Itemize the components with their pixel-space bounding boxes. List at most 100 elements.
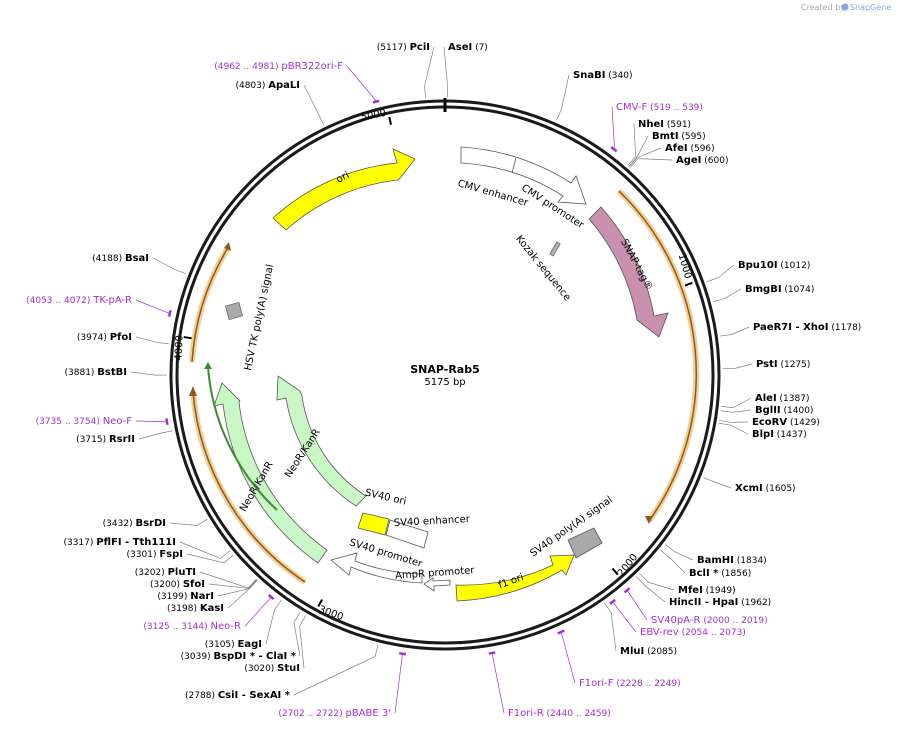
primer-pbr322ori-f[interactable]: (4962 .. 4981) pBR322ori-F bbox=[214, 61, 380, 104]
tick-mark-2000 bbox=[611, 567, 619, 576]
enzyme-site-sfo[interactable]: (3200) SfoI bbox=[150, 579, 258, 590]
enzyme-site-bcl[interactable]: BclI * (1856) bbox=[660, 550, 752, 579]
enzyme-site-bam[interactable]: BamHI (1834) bbox=[665, 544, 767, 566]
enzyme-site-xcm[interactable]: XcmI (1605) bbox=[703, 477, 796, 494]
enzyme-site-pci[interactable]: (5117) PciI bbox=[377, 42, 435, 98]
enzyme-site-bsrd[interactable]: (3432) BsrDI bbox=[103, 518, 208, 529]
enzyme-label: (3881) BstBI bbox=[65, 367, 128, 378]
enzyme-leader-line bbox=[293, 644, 379, 696]
enzyme-label: AfeI (596) bbox=[665, 143, 715, 154]
enzyme-label: AgeI (600) bbox=[676, 155, 728, 166]
enzyme-site-stu[interactable]: (3020) StuI bbox=[244, 615, 306, 674]
enzyme-site-paer[interactable]: PaeR7I - XhoI (1178) bbox=[720, 322, 861, 337]
feature-neor-inner-arrow[interactable] bbox=[276, 375, 367, 507]
enzyme-leader-line bbox=[628, 147, 662, 167]
feature-cmv-arrow[interactable] bbox=[460, 146, 587, 205]
enzyme-site-bpu[interactable]: Bpu10I (1012) bbox=[706, 260, 810, 283]
enzyme-label: NheI (591) bbox=[638, 119, 691, 130]
feature-sv40-polya-box[interactable] bbox=[567, 527, 603, 559]
orf-left-upper-arrowhead bbox=[224, 242, 231, 251]
enzyme-site-ale[interactable]: AleI (1387) bbox=[721, 393, 809, 409]
enzyme-label: Bpu10I (1012) bbox=[738, 260, 810, 271]
feature-hsv-box[interactable] bbox=[225, 302, 243, 320]
enzyme-site-rsr[interactable]: (3715) RsrII bbox=[76, 430, 173, 445]
enzyme-leader-line bbox=[636, 576, 666, 603]
feature-kozak-label: Kozak sequence bbox=[513, 234, 572, 304]
tick-mark-5000 bbox=[388, 116, 392, 125]
feature-sv40-ori-box[interactable] bbox=[357, 512, 390, 536]
primer-leader-line bbox=[346, 65, 377, 101]
enzyme-leader-line bbox=[720, 326, 750, 337]
enzyme-label: (3202) PluTI bbox=[135, 567, 196, 578]
enzyme-leader-line bbox=[706, 264, 735, 283]
primer-pbabe-3[interactable]: (2702 .. 2722) pBABE 3' bbox=[278, 652, 407, 719]
primer-label: (2702 .. 2722) pBABE 3' bbox=[278, 708, 391, 719]
enzyme-site-csi[interactable]: (2788) CsiI - SexAI * bbox=[185, 644, 379, 701]
primer-label: SV40pA-R (2000 .. 2019) bbox=[651, 615, 768, 626]
enzyme-site-mfe[interactable]: MfeI (1949) bbox=[639, 573, 736, 596]
enzyme-site-age[interactable]: AgeI (600) bbox=[629, 155, 728, 168]
enzyme-leader-line bbox=[556, 74, 570, 121]
enzyme-label: AleI (1387) bbox=[755, 393, 809, 404]
enzyme-label: BamHI (1834) bbox=[697, 555, 767, 566]
enzyme-site-mlu[interactable]: MluI (2085) bbox=[603, 602, 677, 657]
enzyme-site-apal[interactable]: (4803) ApaLI bbox=[235, 80, 324, 126]
primer-bind-mark bbox=[609, 598, 616, 605]
enzyme-site-hinc[interactable]: HincII - HpaI (1962) bbox=[636, 576, 771, 608]
primer-bind-mark bbox=[167, 309, 172, 317]
enzyme-label: HincII - HpaI (1962) bbox=[669, 597, 771, 608]
orf-left-lower-glow bbox=[190, 391, 307, 585]
enzyme-site-blp[interactable]: BlpI (1437) bbox=[718, 422, 807, 440]
feature-ampr-promoter-arrow[interactable] bbox=[423, 577, 451, 592]
enzyme-leader-line bbox=[718, 422, 749, 435]
enzyme-site-bst[interactable]: (3881) BstBI bbox=[65, 367, 168, 378]
primer-leader-line bbox=[611, 106, 615, 149]
enzyme-site-pflf[interactable]: (3317) PflFI - Tth111I bbox=[63, 537, 230, 559]
primer-ebv-rev[interactable]: EBV-rev (2054 .. 2073) bbox=[609, 598, 746, 638]
neor-orf-arrowhead bbox=[204, 362, 212, 369]
feature-snap-tag-arrow[interactable] bbox=[588, 206, 669, 338]
feature-ori-arrow[interactable] bbox=[272, 148, 416, 231]
enzyme-site-eag[interactable]: (3105) EagI bbox=[205, 599, 282, 650]
primer-leader-line bbox=[135, 299, 169, 314]
primer-neo-r[interactable]: (3125 .. 3144) Neo-R bbox=[143, 594, 275, 632]
enzyme-leader-line bbox=[603, 602, 617, 652]
feature-neor-outer-arrow[interactable] bbox=[213, 382, 328, 564]
feature-sv40-enhancer-box[interactable] bbox=[385, 519, 429, 549]
enzyme-site-ase[interactable]: AseI (7) bbox=[443, 42, 488, 98]
primer-cmv-f[interactable]: CMV-F (519 .. 539) bbox=[610, 102, 703, 153]
primer-f1ori-f[interactable]: F1ori-F (2228 .. 2249) bbox=[557, 629, 681, 689]
primer-sv40pa-r[interactable]: SV40pA-R (2000 .. 2019) bbox=[623, 587, 768, 626]
enzyme-site-bsa[interactable]: (4188) BsaI bbox=[92, 253, 187, 275]
enzyme-leader-line bbox=[703, 477, 732, 489]
enzyme-site-pst[interactable]: PstI (1275) bbox=[722, 359, 810, 370]
enzyme-leader-line bbox=[130, 371, 168, 376]
enzyme-site-bspd[interactable]: (3039) BspDI * - ClaI * bbox=[181, 612, 301, 662]
enzyme-site-bgl[interactable]: BglII (1400) bbox=[720, 405, 814, 416]
enzyme-leader-line bbox=[199, 571, 257, 589]
tick-mark-3000 bbox=[317, 599, 323, 608]
feature-kozak-box[interactable] bbox=[549, 241, 561, 257]
enzyme-site-afe[interactable]: AfeI (596) bbox=[628, 143, 715, 167]
feature-sv40-promoter-arrow[interactable] bbox=[330, 552, 423, 584]
enzyme-site-plut[interactable]: (3202) PluTI bbox=[135, 567, 257, 589]
feature-sv40-enhancer-label: SV40 enhancer bbox=[394, 514, 472, 529]
primer-f1ori-r[interactable]: F1ori-R (2440 .. 2459) bbox=[488, 651, 611, 719]
enzyme-site-ecorv[interactable]: EcoRV (1429) bbox=[719, 417, 820, 428]
enzyme-site-pfo[interactable]: (3974) PfoI bbox=[77, 332, 169, 345]
enzyme-site-fsp[interactable]: (3301) FspI bbox=[127, 549, 234, 564]
feature-f1-ori-arrow[interactable] bbox=[455, 554, 575, 602]
enzyme-label: MfeI (1949) bbox=[678, 585, 736, 596]
enzyme-site-bmgb[interactable]: BmgBI (1074) bbox=[713, 284, 814, 303]
enzyme-label: (2788) CsiI - SexAI * bbox=[185, 690, 291, 701]
primer-label: F1ori-R (2440 .. 2459) bbox=[508, 708, 611, 719]
enzyme-label: (5117) PciI bbox=[377, 42, 430, 53]
enzyme-site-nhe[interactable]: NheI (591) bbox=[627, 119, 691, 166]
enzyme-site-snab[interactable]: SnaBI (340) bbox=[556, 70, 633, 121]
enzyme-leader-line bbox=[722, 363, 753, 370]
primer-tk-pa-r[interactable]: (4053 .. 4072) TK-pA-R bbox=[26, 295, 172, 317]
enzyme-label: (4188) BsaI bbox=[92, 253, 149, 264]
primer-bind-mark bbox=[165, 418, 169, 426]
primer-neo-f[interactable]: (3735 .. 3754) Neo-F bbox=[36, 416, 169, 427]
enzyme-leader-line bbox=[208, 579, 258, 589]
